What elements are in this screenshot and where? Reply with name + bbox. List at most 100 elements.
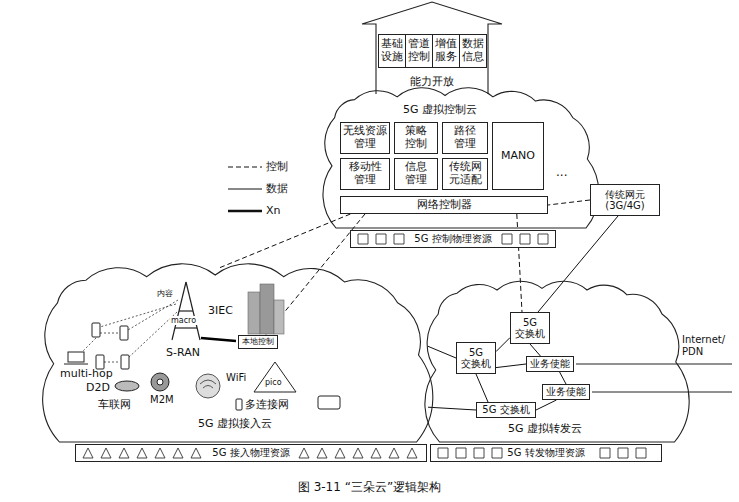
- service-box: 业务使能: [526, 356, 574, 372]
- band-outline: [76, 445, 427, 462]
- pico-cell: [254, 362, 296, 392]
- mano-box-text: MANO: [501, 150, 535, 163]
- function-box-text: 策略 控制: [405, 125, 427, 150]
- resource-symbol: [101, 448, 111, 458]
- switch-box-text: 5G 交换机: [515, 317, 545, 340]
- resource-symbol: [83, 448, 93, 458]
- terminal-label: M2M: [150, 394, 174, 406]
- switch-box-text: 5G 交换机: [461, 347, 491, 370]
- legend-entry: 控制: [226, 156, 288, 178]
- service-box-text: 业务使能: [530, 358, 570, 370]
- resource-symbol: [317, 448, 327, 458]
- local-control-box-text: 本地控制: [242, 337, 274, 346]
- macro-tower: [172, 282, 200, 340]
- data-link: [530, 344, 540, 356]
- macro-tower: [175, 327, 197, 328]
- resource-symbol: [492, 448, 502, 458]
- resource-band: 5G 转发物理资源: [430, 444, 662, 462]
- building: [274, 300, 284, 334]
- resource-band-text: 5G 转发物理资源: [507, 447, 584, 459]
- wifi-icon: [196, 374, 220, 398]
- switch-box: 5G 交换机: [510, 312, 550, 344]
- access-cloud: 本地控制 5G 虚拟接入云: [48, 268, 428, 442]
- capability-box: 数据 信息: [459, 34, 487, 68]
- caption: 图 3-11 “三朵云”逻辑架构: [0, 480, 739, 495]
- data-link: [476, 374, 488, 402]
- terminal-label: 车联网: [98, 399, 131, 412]
- local-control-box: 本地控制: [238, 335, 278, 349]
- terminals: [236, 399, 242, 410]
- legacy-element-box: 传统网元 (3G/4G): [590, 184, 660, 216]
- capability-box: 管道 控制: [405, 34, 433, 68]
- legend-text: 控制: [266, 161, 288, 174]
- resource-symbol: [155, 448, 165, 458]
- network-label: Internet/ PDN: [682, 334, 725, 357]
- data-link: [560, 372, 566, 384]
- terminals: [64, 364, 88, 365]
- radio-links: [128, 300, 178, 330]
- resource-symbol: [407, 448, 417, 458]
- function-box: 传统网 元适配: [442, 158, 488, 190]
- switch-box: 5G 交换机: [456, 342, 496, 374]
- data-link: [496, 338, 510, 352]
- resource-symbol: [335, 448, 345, 458]
- legend-text: Xn: [266, 205, 281, 218]
- switch-box: 5G 交换机: [476, 402, 536, 418]
- resource-symbol: [371, 448, 381, 458]
- terminals: [92, 323, 100, 337]
- legend-entry: 数据: [226, 178, 288, 200]
- resource-symbol: [353, 448, 363, 458]
- building: [248, 292, 260, 334]
- band-outline: [351, 231, 556, 248]
- terminal-label: D2D: [86, 382, 110, 395]
- cell-label: pico: [265, 378, 282, 387]
- function-box-text: 路径 管理: [454, 125, 476, 150]
- resource-symbol: [618, 448, 628, 458]
- resource-band: 5G 接入物理资源: [75, 444, 427, 462]
- external-links: [576, 364, 732, 392]
- controller-bar-text: 网络控制器: [417, 199, 472, 212]
- access-cloud-text: 5G 虚拟接入云: [198, 418, 272, 431]
- resource-symbol: [119, 448, 129, 458]
- external-links: [576, 364, 732, 365]
- radio-links: [104, 362, 120, 363]
- control-link: [548, 200, 590, 205]
- resource-symbol: [394, 234, 404, 244]
- legend-sample: [226, 206, 266, 216]
- terminals: [121, 355, 129, 369]
- terminals: [120, 326, 128, 340]
- legend-line: [228, 189, 262, 190]
- terminals: [68, 352, 84, 362]
- legend-sample: [226, 162, 266, 172]
- capability-box-text: 数据 信息: [462, 38, 484, 63]
- resource-symbol: [538, 234, 548, 244]
- function-box-text: 移动性 管理: [349, 161, 382, 186]
- legend-entry: Xn: [226, 200, 288, 222]
- xn-link: [201, 338, 236, 341]
- building: [260, 284, 274, 334]
- switch-box-text: 5G 交换机: [482, 404, 529, 416]
- resource-symbol: [474, 448, 484, 458]
- building: [248, 284, 284, 334]
- function-box: 信息 管理: [394, 158, 438, 190]
- resource-symbol: [358, 234, 368, 244]
- function-box-text: 传统网 元适配: [449, 161, 482, 186]
- cloud-outline: [323, 88, 599, 228]
- resource-symbol: [438, 448, 448, 458]
- control-cloud-text: 5G 虚拟控制云: [403, 104, 477, 117]
- terminals: [64, 323, 340, 410]
- ran-label: S-RAN: [166, 347, 200, 360]
- function-box: 移动性 管理: [340, 158, 390, 190]
- terminals: [96, 355, 104, 369]
- capability-arrow-text: 能力开放: [410, 76, 454, 89]
- band-outline: [431, 445, 662, 462]
- wifi-icon: [196, 374, 220, 398]
- pico-cell: [254, 362, 296, 392]
- legend-sample: [226, 184, 266, 194]
- ellipsis: ...: [556, 166, 567, 180]
- cloud-outline: [43, 264, 433, 442]
- legacy-element-box-text: 传统网元 (3G/4G): [605, 189, 645, 212]
- radio-links: [100, 333, 118, 334]
- resource-symbol: [299, 448, 309, 458]
- resource-symbol: [636, 448, 646, 458]
